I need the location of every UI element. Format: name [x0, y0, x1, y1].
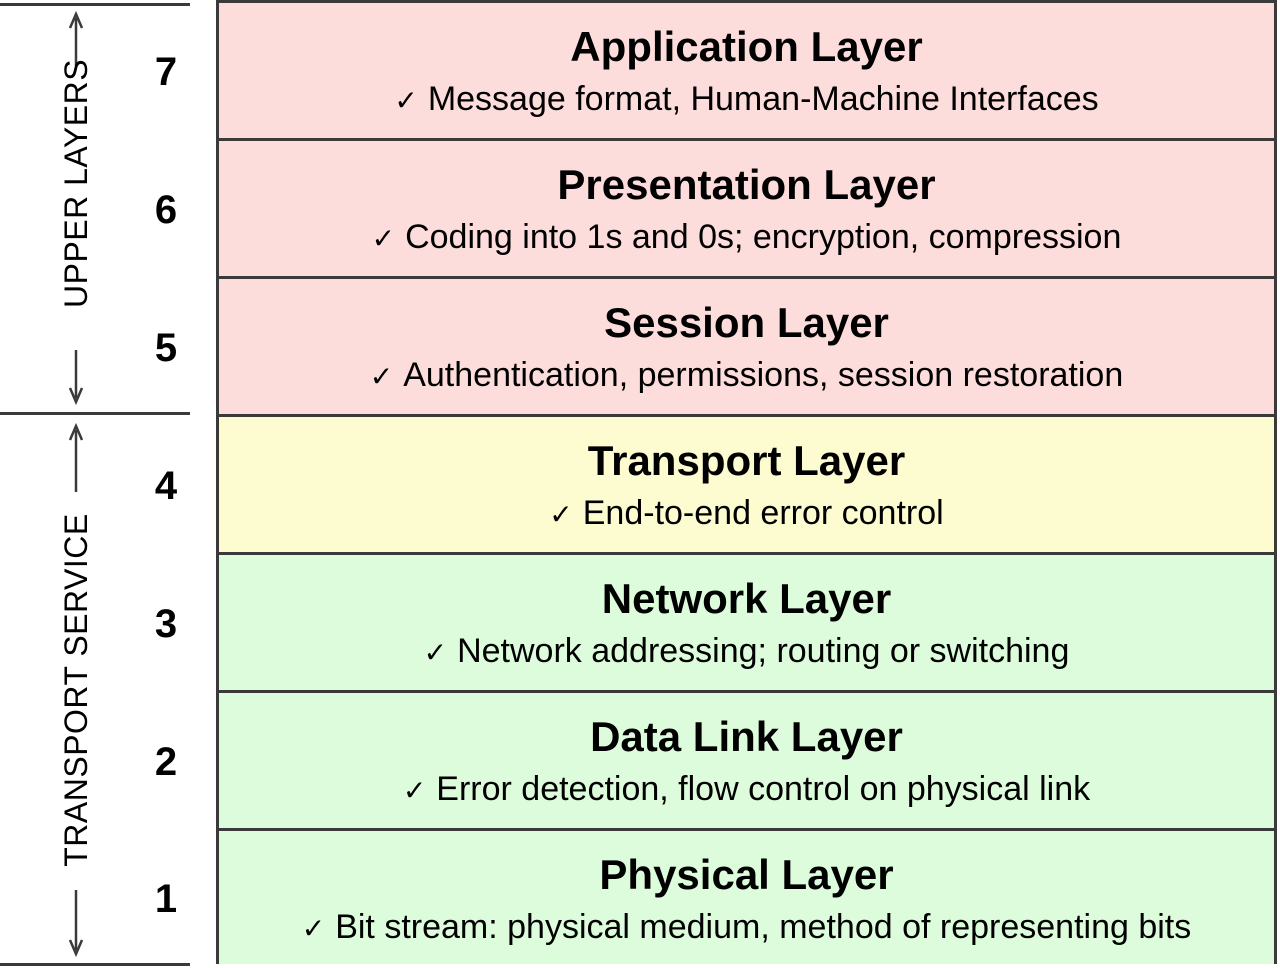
layer-title: Transport Layer [587, 437, 906, 484]
bottom-divider [0, 963, 190, 966]
check-icon: ✓ [369, 360, 394, 393]
layer-title: Session Layer [604, 299, 889, 346]
layer-description: ✓ Error detection, flow control on physic… [219, 769, 1274, 811]
layer-description-text: Coding into 1s and 0s; encryption, compr… [405, 218, 1122, 256]
layer-description-text: Message format, Human-Machine Interfaces [427, 80, 1099, 118]
layer-data-link: Data Link Layer ✓ Error detection, flow c… [219, 693, 1274, 831]
layer-number-6: 6 [154, 188, 178, 232]
layer-number-1: 1 [154, 877, 178, 921]
layer-transport: Transport Layer ✓ End-to-end error contro… [219, 417, 1274, 555]
layer-description: ✓ Message format, Human-Machine Interface… [219, 79, 1274, 121]
transport-service-label: TRANSPORT SERVICE [58, 513, 94, 867]
check-icon: ✓ [371, 222, 396, 255]
layer-network: Network Layer ✓ Network addressing; routi… [219, 555, 1274, 693]
layer-description: ✓ Coding into 1s and 0s; encryption, comp… [219, 217, 1274, 259]
layer-title: Physical Layer [599, 851, 894, 898]
check-icon: ✓ [423, 636, 448, 669]
upper-layers-label: UPPER LAYERS [58, 58, 94, 308]
layer-number-3: 3 [154, 602, 178, 646]
layer-title: Network Layer [601, 575, 892, 622]
osi-layer-stack: Application Layer ✓ Message format, Human… [216, 0, 1277, 964]
check-icon: ✓ [394, 84, 418, 117]
layer-description-text: Network addressing; routing or switching [457, 632, 1070, 670]
layer-description-text: Bit stream: physical medium, method of r… [335, 908, 1192, 946]
layer-physical: Physical Layer ✓ Bit stream: physical med… [219, 831, 1274, 964]
layer-description-text: Authentication, permissions, session res… [403, 356, 1124, 394]
layer-title: Presentation Layer [557, 161, 936, 208]
layer-description: ✓ Network addressing; routing or switchin… [219, 631, 1274, 673]
group-divider [0, 412, 190, 415]
layer-presentation: Presentation Layer ✓ Coding into 1s and 0… [219, 141, 1274, 279]
layer-title: Data Link Layer [590, 713, 903, 760]
check-icon: ✓ [301, 912, 326, 945]
layer-number-4: 4 [154, 464, 178, 508]
layer-application: Application Layer ✓ Message format, Human… [219, 3, 1274, 141]
layer-description-text: Error detection, flow control on physica… [436, 770, 1091, 808]
check-icon: ✓ [549, 498, 573, 531]
layer-description: ✓ End-to-end error control [219, 493, 1274, 535]
layer-number-5: 5 [154, 326, 178, 370]
layer-title: Application Layer [570, 23, 923, 70]
top-divider [0, 3, 190, 6]
layer-number-2: 2 [154, 740, 178, 784]
layer-session: Session Layer ✓ Authentication, permissio… [219, 279, 1274, 417]
layer-description-text: End-to-end error control [582, 494, 944, 532]
layer-description: ✓ Bit stream: physical medium, method of … [219, 907, 1274, 949]
check-icon: ✓ [402, 774, 427, 807]
layer-number-7: 7 [154, 50, 178, 94]
layer-description: ✓ Authentication, permissions, session re… [219, 355, 1274, 397]
